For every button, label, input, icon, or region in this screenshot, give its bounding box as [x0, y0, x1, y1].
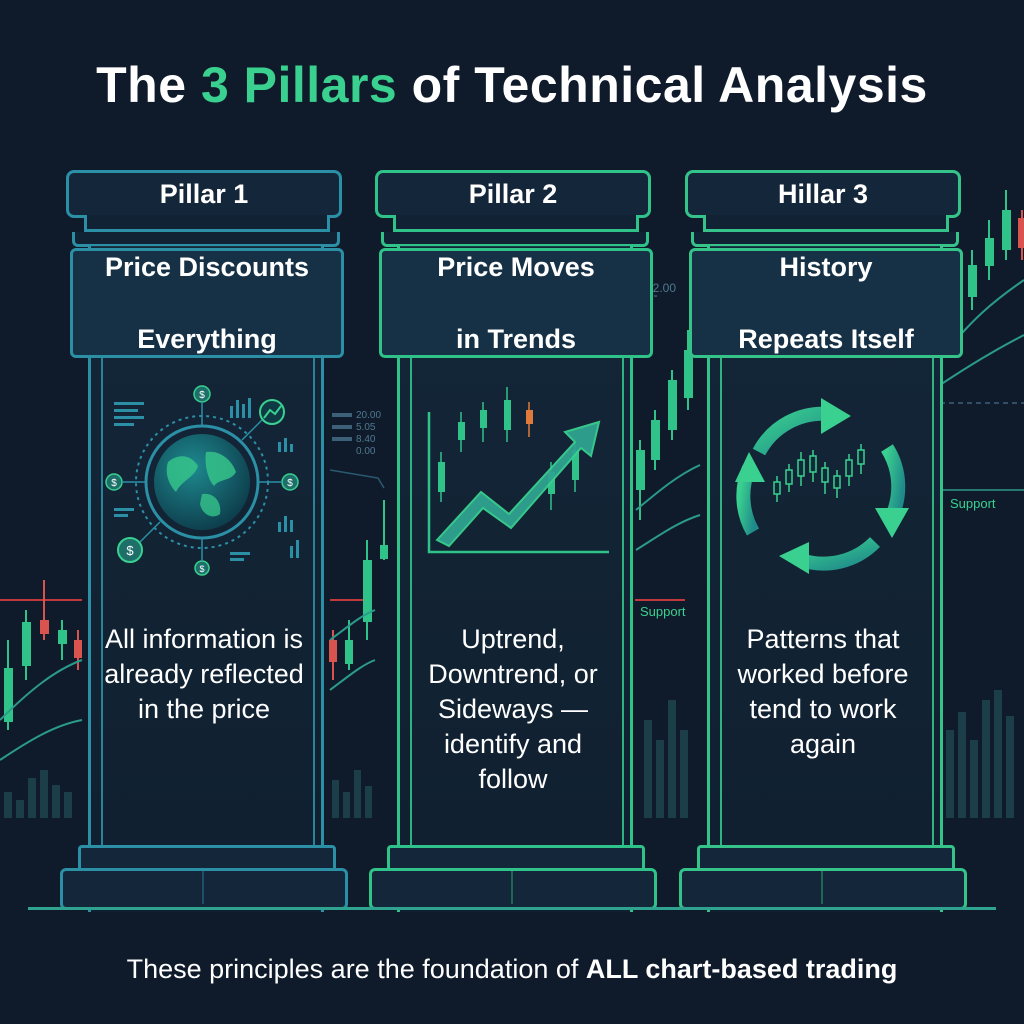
page-title: The 3 Pillars of Technical Analysis — [0, 56, 1024, 114]
svg-text:$: $ — [287, 478, 293, 489]
title-prefix: The — [96, 57, 201, 113]
pillar-shaft-inner — [720, 266, 934, 866]
support-label-left: Support — [640, 604, 686, 619]
pillar-cap-step — [703, 215, 949, 232]
pillar-shaft-inner — [101, 266, 315, 866]
svg-text:$: $ — [111, 478, 117, 489]
support-label-right: Support — [950, 496, 996, 511]
floor-line — [28, 907, 996, 910]
pillar-cap-step — [381, 232, 649, 247]
svg-text:$: $ — [199, 564, 204, 574]
pillar-heading: Price Moves in Trends — [379, 248, 653, 358]
globe-with-dollar-nodes-icon: $ $ $ $ $ — [105, 385, 299, 576]
pillar-heading-line2: in Trends — [455, 324, 577, 354]
pillar-description: All information is already reflected in … — [104, 624, 304, 724]
pillar-cap-step — [84, 215, 330, 232]
pillar-cap-label: Pillar 2 — [375, 170, 651, 218]
pillar-base-bottom — [60, 868, 348, 910]
pillar-heading-line2: Everything — [137, 324, 277, 354]
uptrend-arrow-candlestick-icon — [427, 387, 609, 554]
ticker-value-4: 0.00 — [356, 446, 376, 457]
pillar-base-divider — [511, 870, 513, 904]
title-suffix: of Technical Analysis — [397, 57, 928, 113]
pillar-heading-line2: Repeats Itself — [738, 324, 914, 354]
pillar-base-bottom — [369, 868, 657, 910]
svg-text:$: $ — [126, 543, 134, 558]
pillar-description: Uptrend, Downtrend, or Sideways — identi… — [428, 624, 598, 794]
pillar-heading-line1: History — [779, 252, 873, 282]
pillar-base-bottom — [679, 868, 967, 910]
cycle-arrows-candlestick-icon — [735, 398, 909, 574]
ticker-value-3: 8.40 — [356, 434, 376, 445]
footer-caption: These principles are the foundation of A… — [0, 954, 1024, 985]
pillar-shaft-inner — [410, 266, 624, 866]
pillar-heading-line1: Price Discounts — [104, 252, 310, 282]
svg-text:$: $ — [199, 390, 205, 401]
title-accent: 3 Pillars — [200, 57, 398, 113]
footer-strong: ALL chart-based trading — [585, 954, 898, 984]
price-label: $2.00 — [646, 281, 676, 295]
pillar-cap-step — [72, 232, 340, 247]
ticker-value-2: 5.05 — [356, 422, 376, 433]
pillar-2: Pillar 2 Price Moves in Trends Uptrend, D… — [369, 170, 657, 912]
pillar-cap-label: Pillar 1 — [66, 170, 342, 218]
ticker-value-1: 20.00 — [356, 410, 381, 421]
pillar-base-divider — [821, 870, 823, 904]
pillar-cap-step — [393, 215, 639, 232]
pillar-cap-label: Hillar 3 — [685, 170, 961, 218]
pillar-description: Patterns that worked before tend to work… — [737, 624, 909, 759]
footer-prefix: These principles are the foundation of — [126, 954, 586, 984]
pillar-cap-step — [691, 232, 959, 247]
pillar-base-divider — [202, 870, 204, 904]
pillar-heading-line1: Price Moves — [437, 252, 595, 282]
